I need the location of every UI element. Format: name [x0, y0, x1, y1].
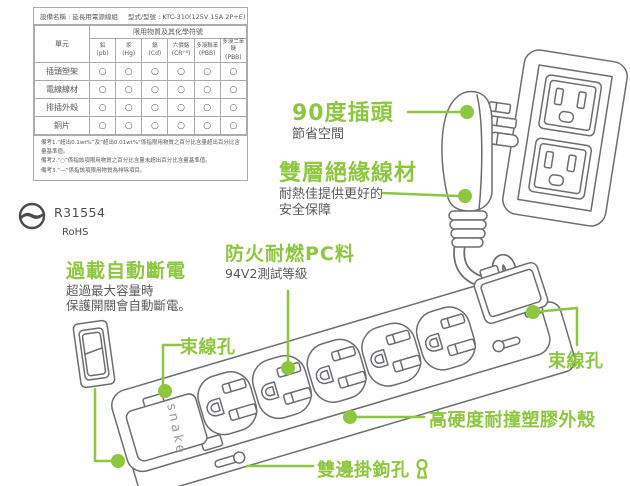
- callout-cable-desc-1: 耐熱佳提供更好的: [279, 187, 384, 202]
- callout-dots: [111, 105, 540, 468]
- rohs-label: RoHS: [62, 226, 89, 238]
- note-1: 備考1.“超出0.1wt%”及“超出0.01wt%”係指限用物質之百分比含量超出…: [41, 140, 240, 155]
- row-label: 電線線材: [34, 80, 90, 99]
- callout-cable-title: 雙層絕緣線材: [279, 161, 418, 186]
- model-number-label: 型式/型號 : KTC-310(125V 15A 2P+E): [127, 13, 246, 21]
- callout-tie-right: 束線孔: [548, 347, 604, 373]
- callout-plug-desc: 節省空間: [292, 127, 345, 142]
- table-row: 插頭塑架 ○ ○ ○ ○ ○ ○: [34, 62, 248, 81]
- table-row: 電線線材 ○ ○ ○ ○ ○ ○: [34, 80, 248, 99]
- callout-pc-title: 防火耐燃PC料: [225, 243, 355, 265]
- callout-line-overload: [93, 387, 113, 463]
- callout-line-tie-left: [161, 343, 183, 388]
- callout-dot-tie-right: [526, 305, 540, 319]
- rohs-spec-table: 設備名稱 : 延長用電源線組 型式/型號 : KTC-310(125V 15A …: [33, 7, 248, 182]
- outlet-5: [415, 306, 477, 371]
- callout-pc: 防火耐燃PC料 94V2測試等級: [225, 239, 355, 281]
- plug-illustration: [441, 90, 519, 248]
- callout-cable-desc-2: 安全保障: [279, 203, 332, 218]
- unit-header: 單元: [34, 25, 90, 63]
- callout-overload-desc-2: 保護開關會自動斷電。: [66, 298, 192, 313]
- callout-dot-pc: [281, 361, 295, 375]
- device-name-label: 設備名稱 : 延長用電源線組: [40, 13, 118, 21]
- bsmi-logo: [18, 202, 46, 230]
- callout-line-tie-right: [532, 306, 579, 347]
- callout-dot-shell: [343, 410, 357, 424]
- spec-table-notes: 備考1.“超出0.1wt%”及“超出0.01wt%”係指限用物質之百分比含量超出…: [34, 135, 247, 180]
- column-header: 鎘(Cd): [141, 38, 169, 63]
- callout-overload-desc-1: 超過最大容量時: [66, 283, 154, 298]
- power-cable-illustration: [453, 230, 517, 290]
- callout-pc-desc: 94V2測試等級: [225, 266, 308, 281]
- note-3: 備考3.“—”係指該項限用物質為排除項目。: [41, 167, 146, 174]
- wall-outlet-illustration: [502, 49, 628, 227]
- column-header: 六價鉻(CR⁺⁶): [167, 38, 195, 63]
- callout-dot-plug: [460, 105, 474, 119]
- strip-outlets: [197, 306, 477, 436]
- wall-receptacle-bottom: [528, 137, 593, 200]
- row-label: 銅片: [34, 116, 90, 135]
- callout-overload: 過載自動斷電 超過最大容量時 保護開關會自動斷電。: [66, 256, 191, 313]
- callout-plug: 90度插頭 節省空間: [292, 95, 394, 143]
- column-header: 鉛(pb): [88, 38, 117, 63]
- restricted-substances-header: 限用物質及其化學符號: [89, 25, 247, 39]
- callout-cable: 雙層絕緣線材 耐熱佳提供更好的 安全保障: [279, 155, 417, 219]
- wall-receptacle-top: [538, 74, 603, 137]
- overload-switch-illustration: [72, 319, 116, 389]
- callout-dot-cable: [458, 189, 472, 203]
- keyhole-icon: [415, 458, 428, 479]
- callout-tie-right-title: 束線孔: [548, 351, 604, 372]
- row-label: 排插外殼: [34, 98, 90, 117]
- column-header: 汞(Hg): [115, 38, 143, 63]
- note-2: 備考2.“○”係指該項限用物質之百分比含量未超出百分比含量基準值。: [41, 158, 211, 165]
- callout-line-cable: [381, 191, 460, 198]
- callout-shell: 高硬度耐撞塑膠外殼: [429, 406, 596, 432]
- power-strip-illustration: snake: [111, 272, 576, 486]
- table-row: 排插外殼 ○ ○ ○ ○ ○ ○: [34, 98, 248, 117]
- plug-strain-relief: [448, 210, 488, 248]
- certification-block: R31554 RoHS: [17, 201, 105, 238]
- callout-tie-left-title: 束線孔: [180, 337, 236, 358]
- column-header: 多溴聯苯(PBB): [193, 38, 221, 63]
- column-header: 多溴二苯醚(PBB): [219, 38, 248, 63]
- certification-number: R31554: [54, 205, 106, 220]
- spec-table-title: 設備名稱 : 延長用電源線組 型式/型號 : KTC-310(125V 15A …: [34, 8, 247, 25]
- callout-connectors: [93, 110, 579, 468]
- outlet-3: [306, 338, 367, 403]
- outlet-1: [197, 371, 258, 436]
- callout-hook: 雙邊掛鉤孔: [317, 456, 430, 482]
- plug-prongs: [488, 101, 519, 148]
- hook-hole-right: [492, 336, 521, 353]
- callout-shell-title: 高硬度耐撞塑膠外殼: [429, 410, 596, 431]
- row-label: 插頭塑架: [34, 62, 90, 81]
- hook-hole-left: [214, 451, 246, 468]
- callout-dot-overload: [111, 454, 125, 468]
- outlet-4: [361, 322, 422, 387]
- strip-left-end-plate: snake: [125, 393, 224, 462]
- callout-hook-title: 雙邊掛鉤孔: [317, 460, 410, 481]
- table-row: 銅片 ○ ○ ○ ○ ○ ○: [34, 116, 248, 135]
- callout-plug-title: 90度插頭: [292, 101, 394, 126]
- callout-tie-left: 束線孔: [180, 333, 236, 359]
- callout-overload-title: 過載自動斷電: [66, 260, 187, 282]
- callout-dot-tie-left: [158, 384, 172, 398]
